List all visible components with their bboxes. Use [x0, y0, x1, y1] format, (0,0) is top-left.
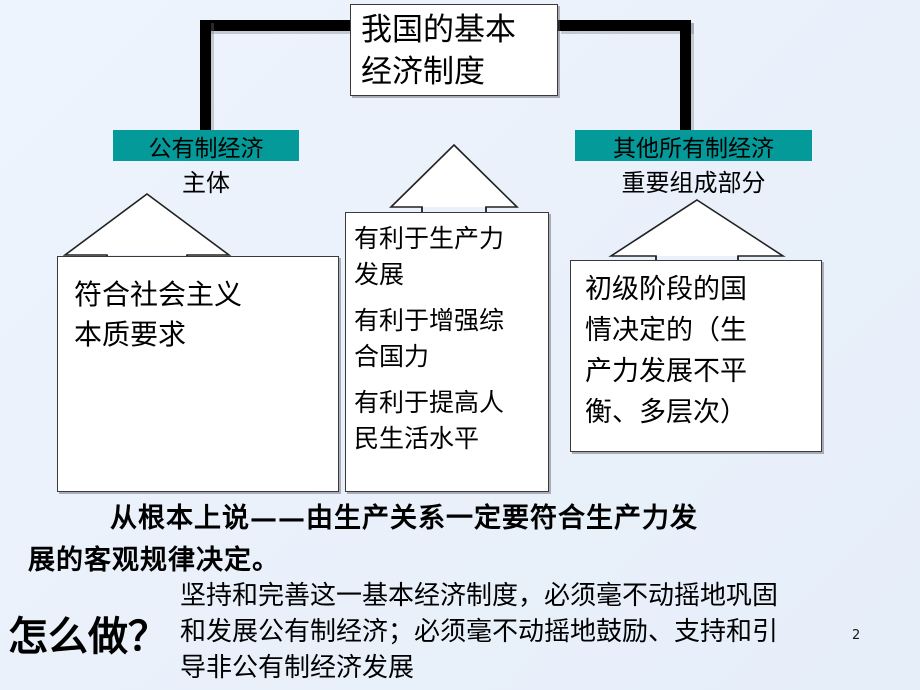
benefit-1-line-1: 有利于生产力	[354, 224, 505, 253]
benefit-1-line-2: 发展	[354, 260, 405, 289]
benefit-3-line-1: 有利于提高人	[354, 388, 505, 417]
title-box: 我国的基本 经济制度	[350, 4, 558, 96]
left-connector-horizontal	[200, 20, 355, 31]
benefit-item-1: 有利于生产力 发展	[354, 221, 548, 293]
other-ownership-header-label: 其他所有制经济	[613, 135, 774, 162]
howto-body: 坚持和完善这一基本经济制度，必须毫不动摇地巩固 和发展公有制经济；必须毫不动摇地…	[180, 578, 920, 686]
left-connector-vertical	[200, 20, 211, 132]
other-detail-line-2: 情决定的（生	[585, 315, 747, 346]
benefit-2-line-2: 合国力	[354, 342, 430, 371]
public-ownership-header: 公有制经济	[113, 130, 299, 162]
right-connector-vertical	[680, 20, 691, 132]
other-detail-line-3: 产力发展不平	[585, 356, 747, 387]
middle-up-arrow	[388, 143, 520, 215]
slide-number: 2	[852, 628, 861, 643]
right-connector-horizontal	[558, 20, 691, 31]
right-up-arrow	[608, 198, 786, 264]
root-cause-line-2: 展的客观规律决定。	[28, 545, 280, 576]
benefits-box: 有利于生产力 发展 有利于增强综 合国力 有利于提高人 民生活水平	[345, 212, 549, 492]
other-detail-line-4: 衡、多层次）	[585, 397, 747, 428]
other-ownership-subtitle: 重要组成部分	[575, 163, 812, 198]
benefit-item-3: 有利于提高人 民生活水平	[354, 385, 548, 457]
title-line-1: 我国的基本	[361, 12, 516, 48]
public-ownership-subtitle: 主体	[113, 163, 299, 198]
public-ownership-subtitle-label: 主体	[182, 169, 230, 197]
other-ownership-subtitle-label: 重要组成部分	[621, 169, 766, 197]
other-ownership-header: 其他所有制经济	[575, 130, 812, 162]
howto-line-3: 导非公有制经济发展	[180, 653, 415, 683]
root-cause-line-1: 从根本上说——由生产关系一定要符合生产力发	[110, 503, 698, 534]
other-ownership-detail-box: 初级阶段的国 情决定的（生 产力发展不平 衡、多层次）	[570, 260, 822, 452]
root-cause-text: 从根本上说——由生产关系一定要符合生产力发 展的客观规律决定。	[28, 498, 908, 582]
benefit-item-2: 有利于增强综 合国力	[354, 303, 548, 375]
title-line-2: 经济制度	[361, 54, 485, 90]
howto-label: 怎么做？	[8, 614, 168, 660]
public-ownership-detail-box: 符合社会主义 本质要求	[57, 256, 339, 492]
howto-line-2: 和发展公有制经济；必须毫不动摇地鼓励、支持和引	[180, 617, 779, 647]
public-ownership-header-label: 公有制经济	[148, 135, 264, 162]
public-detail-line-1: 符合社会主义	[74, 278, 243, 311]
other-detail-line-1: 初级阶段的国	[585, 274, 747, 305]
public-detail-line-2: 本质要求	[74, 318, 187, 351]
benefit-3-line-2: 民生活水平	[354, 424, 480, 453]
left-up-arrow	[62, 192, 232, 262]
benefit-2-line-1: 有利于增强综	[354, 306, 505, 335]
howto-line-1: 坚持和完善这一基本经济制度，必须毫不动摇地巩固	[180, 581, 779, 611]
